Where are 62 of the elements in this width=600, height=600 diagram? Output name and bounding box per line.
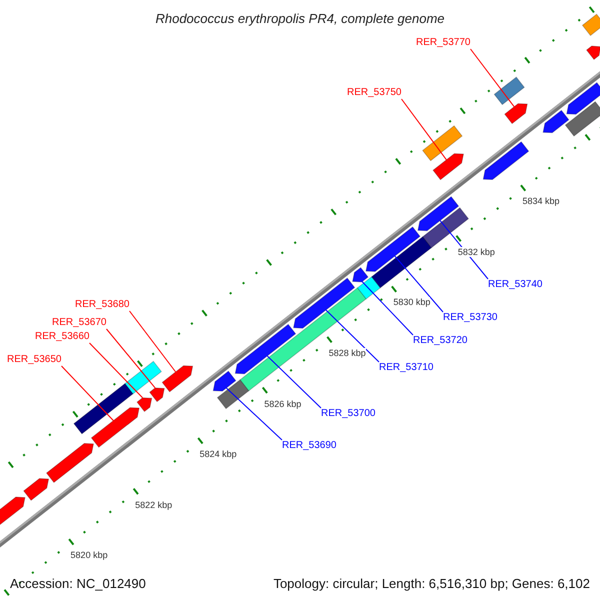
feature-bar [564,101,600,137]
gene-block [566,82,600,115]
gene-label: RER_53770 [416,37,470,49]
feature-bar [422,125,463,162]
gene-block [149,388,165,402]
gene-label: RER_53690 [282,440,336,452]
leader-line [88,342,144,398]
gene-block [136,397,152,412]
gene-label: RER_53750 [347,87,402,99]
gene-label: RER_53740 [488,279,542,291]
gene-label: RER_53670 [52,317,106,329]
feature-bar [371,236,432,288]
leader-line [394,256,444,312]
feature-bar [422,207,470,248]
gene-label: RER_53660 [35,331,90,343]
gene-block [482,141,530,180]
gene-block [504,103,528,124]
gene-block [432,153,464,180]
leader-line [266,355,322,408]
scale-label: 5830 kbp [393,297,430,308]
scale-label: 5832 kbp [458,246,495,257]
gene-block [90,407,140,448]
gene-block [212,370,236,392]
gene-block [417,196,460,232]
gene-block [542,110,570,134]
leader-line [325,310,380,362]
feature-bar [124,360,162,394]
feature-bar [240,287,367,392]
scale-label: 5828 kbp [328,348,366,358]
feature-bar [582,14,600,36]
scale-label: 5824 kbp [200,449,237,460]
scale-label: 5820 kbp [70,550,108,560]
scale-label: 5834 kbp [522,196,560,206]
gene-block [234,324,296,374]
leader-line [60,366,114,422]
feature-bar [216,379,250,410]
leader-line [128,310,176,372]
leader-line [400,98,447,160]
gene-label: RER_53680 [75,299,130,311]
gene-block [162,365,194,392]
gene-label: RER_53700 [321,408,376,420]
gene-label: RER_53710 [379,362,434,374]
leader-line [106,328,156,388]
gene-label: RER_53730 [443,312,498,324]
scale-label: 5826 kbp [264,398,302,409]
gene-block [46,443,94,484]
gene-block [365,226,421,272]
feature-bar [73,382,134,434]
gene-label: RER_53650 [7,354,62,366]
gene-block [293,278,356,329]
gene-block [586,46,600,60]
gene-block [352,267,369,282]
feature-bar [494,76,525,106]
scale-label: 5822 kbp [135,500,172,510]
leader-line [362,281,414,336]
leader-line [226,388,282,440]
accession-text: Accession: NC_012490 [10,575,146,593]
gene-label: RER_53720 [413,335,468,347]
genome-info-text: Topology: circular; Length: 6,516,310 bp; Genes: 6,102 [273,575,590,593]
feature-bar [356,276,381,300]
title: Rhodococcus erythropolis PR4, complete genome [155,10,445,28]
gene-block [23,478,50,501]
